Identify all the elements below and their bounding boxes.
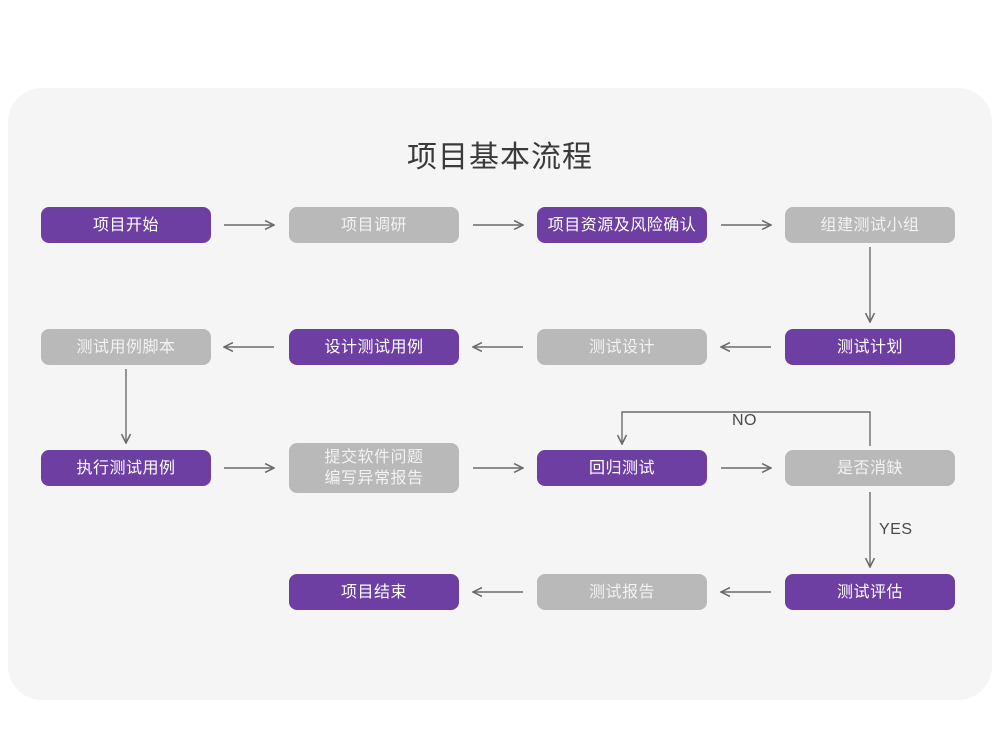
node-label: 测试报告 xyxy=(588,583,655,601)
node-label: 执行测试用例 xyxy=(76,459,176,477)
edge-label-no: NO xyxy=(732,412,757,429)
node-project-research[interactable]: 项目调研 xyxy=(289,207,459,243)
page-title: 项目基本流程 xyxy=(407,141,593,174)
node-label: 组建测试小组 xyxy=(820,216,920,234)
node-test-report[interactable]: 测试报告 xyxy=(537,574,707,610)
node-label: 回归测试 xyxy=(588,459,655,477)
node-test-plan[interactable]: 测试计划 xyxy=(785,329,955,365)
node-label: 项目结束 xyxy=(340,583,407,601)
node-label: 项目资源及风险确认 xyxy=(547,216,697,234)
node-resource-risk-confirm[interactable]: 项目资源及风险确认 xyxy=(537,207,707,243)
node-defect-cleared[interactable]: 是否消缺 xyxy=(785,450,955,486)
node-execute-test-case[interactable]: 执行测试用例 xyxy=(41,450,211,486)
node-label: 测试评估 xyxy=(836,583,903,601)
node-label: 是否消缺 xyxy=(836,459,903,477)
node-test-evaluation[interactable]: 测试评估 xyxy=(785,574,955,610)
node-label: 项目调研 xyxy=(340,216,407,234)
node-test-design[interactable]: 测试设计 xyxy=(537,329,707,365)
node-label: 设计测试用例 xyxy=(324,338,424,356)
edge-label-yes: YES xyxy=(879,521,913,538)
node-project-end[interactable]: 项目结束 xyxy=(289,574,459,610)
node-design-test-case[interactable]: 设计测试用例 xyxy=(289,329,459,365)
node-submit-bug-report[interactable]: 提交软件问题 编写异常报告 xyxy=(289,443,459,493)
node-build-test-team[interactable]: 组建测试小组 xyxy=(785,207,955,243)
node-label: 测试设计 xyxy=(588,338,655,356)
node-label: 提交软件问题 编写异常报告 xyxy=(324,449,424,487)
node-label: 测试用例脚本 xyxy=(76,338,176,356)
node-test-case-script[interactable]: 测试用例脚本 xyxy=(41,329,211,365)
node-label: 项目开始 xyxy=(92,216,159,234)
node-regression-test[interactable]: 回归测试 xyxy=(537,450,707,486)
node-label: 测试计划 xyxy=(836,338,903,356)
node-project-start[interactable]: 项目开始 xyxy=(41,207,211,243)
